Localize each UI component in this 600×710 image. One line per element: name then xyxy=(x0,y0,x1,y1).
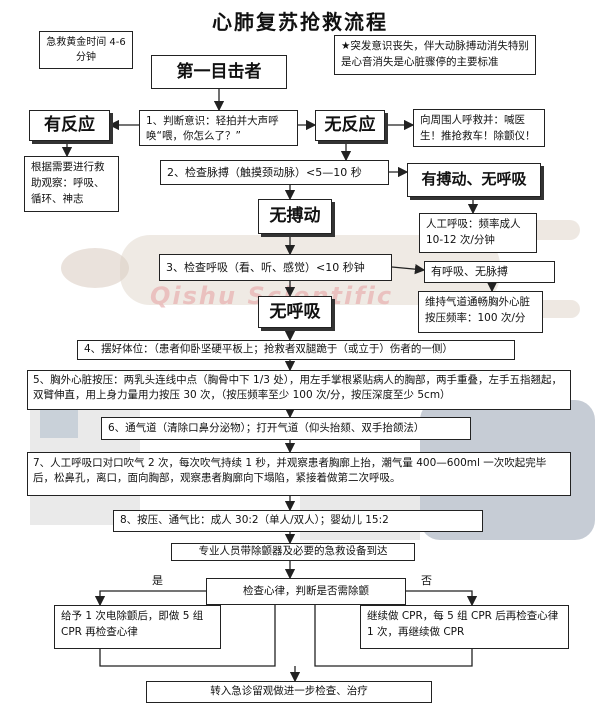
maintain-airway-box: 维持气道通畅胸外心脏按压频率：100 次/分 xyxy=(418,291,543,333)
step3-check-breathing: 3、检查呼吸（看、听、感觉）<10 秒钟 xyxy=(159,254,392,281)
golden-time-note: 急救黄金时间 4-6 分钟 xyxy=(39,31,133,69)
pulse-no-breath-box: 有搏动、无呼吸 xyxy=(407,163,541,197)
artificial-breathing-box: 人工呼吸：频率成人 10-12 次/分钟 xyxy=(419,213,537,253)
professional-arrival-box: 专业人员带除颤器及必要的急救设备到达 xyxy=(171,543,415,561)
responsive-box: 有反应 xyxy=(29,110,110,141)
call-for-help-box: 向周围人呼救并：喊医生！推抢救车！除颤仪！ xyxy=(413,109,545,147)
step7-rescue-breathing: 7、人工呼吸口对口吹气 2 次，每次吹气持续 1 秒，并观察患者胸廓上抬，潮气量… xyxy=(27,452,571,496)
continue-cpr-box: 继续做 CPR，每 5 组 CPR 后再检查心律 1 次，再继续做 CPR xyxy=(360,605,569,649)
first-witness-box: 第一目击者 xyxy=(151,55,287,89)
no-label: 否 xyxy=(421,574,432,587)
yes-label: 是 xyxy=(152,574,163,587)
step4-position: 4、摆好体位：（患者仰卧坚硬平板上；抢救者双腿跪于（或立于）伤者的一侧） xyxy=(77,340,515,360)
defibrillation-box: 给予 1 次电除颤后，即做 5 组 CPR 再检查心律 xyxy=(54,605,221,649)
transfer-box: 转入急诊留观做进一步检查、治疗 xyxy=(146,681,432,703)
step5-chest-compression: 5、胸外心脏按压：两乳头连线中点（胸骨中下 1/3 处），用左手掌根紧贴病人的胸… xyxy=(27,370,571,410)
breath-no-pulse-box: 有呼吸、无脉搏 xyxy=(424,261,555,283)
observe-box: 根据需要进行救助观察：呼吸、循环、神志 xyxy=(24,156,119,212)
step8-ratio: 8、按压、通气比：成人 30:2（单人/双人）；婴幼儿 15:2 xyxy=(113,510,483,532)
no-breath-box: 无呼吸 xyxy=(258,296,332,328)
check-rhythm-box: 检查心律，判断是否需除颤 xyxy=(206,578,406,605)
diagnosis-criteria-note: ★突发意识丧失，伴大动脉搏动消失特别是心音消失是心脏骤停的主要标准 xyxy=(334,35,536,75)
step1-check-consciousness: 1、判断意识：轻拍并大声呼唤“喂，你怎么了？” xyxy=(139,110,298,146)
unresponsive-box: 无反应 xyxy=(315,110,385,141)
page-title: 心肺复苏抢救流程 xyxy=(212,10,388,34)
step6-open-airway: 6、通气道（清除口鼻分泌物）；打开气道（仰头抬颏、双手抬颌法） xyxy=(101,417,471,440)
step2-check-pulse: 2、检查脉搏（触摸颈动脉）<5—10 秒 xyxy=(160,160,389,185)
no-pulse-box: 无搏动 xyxy=(258,199,332,234)
